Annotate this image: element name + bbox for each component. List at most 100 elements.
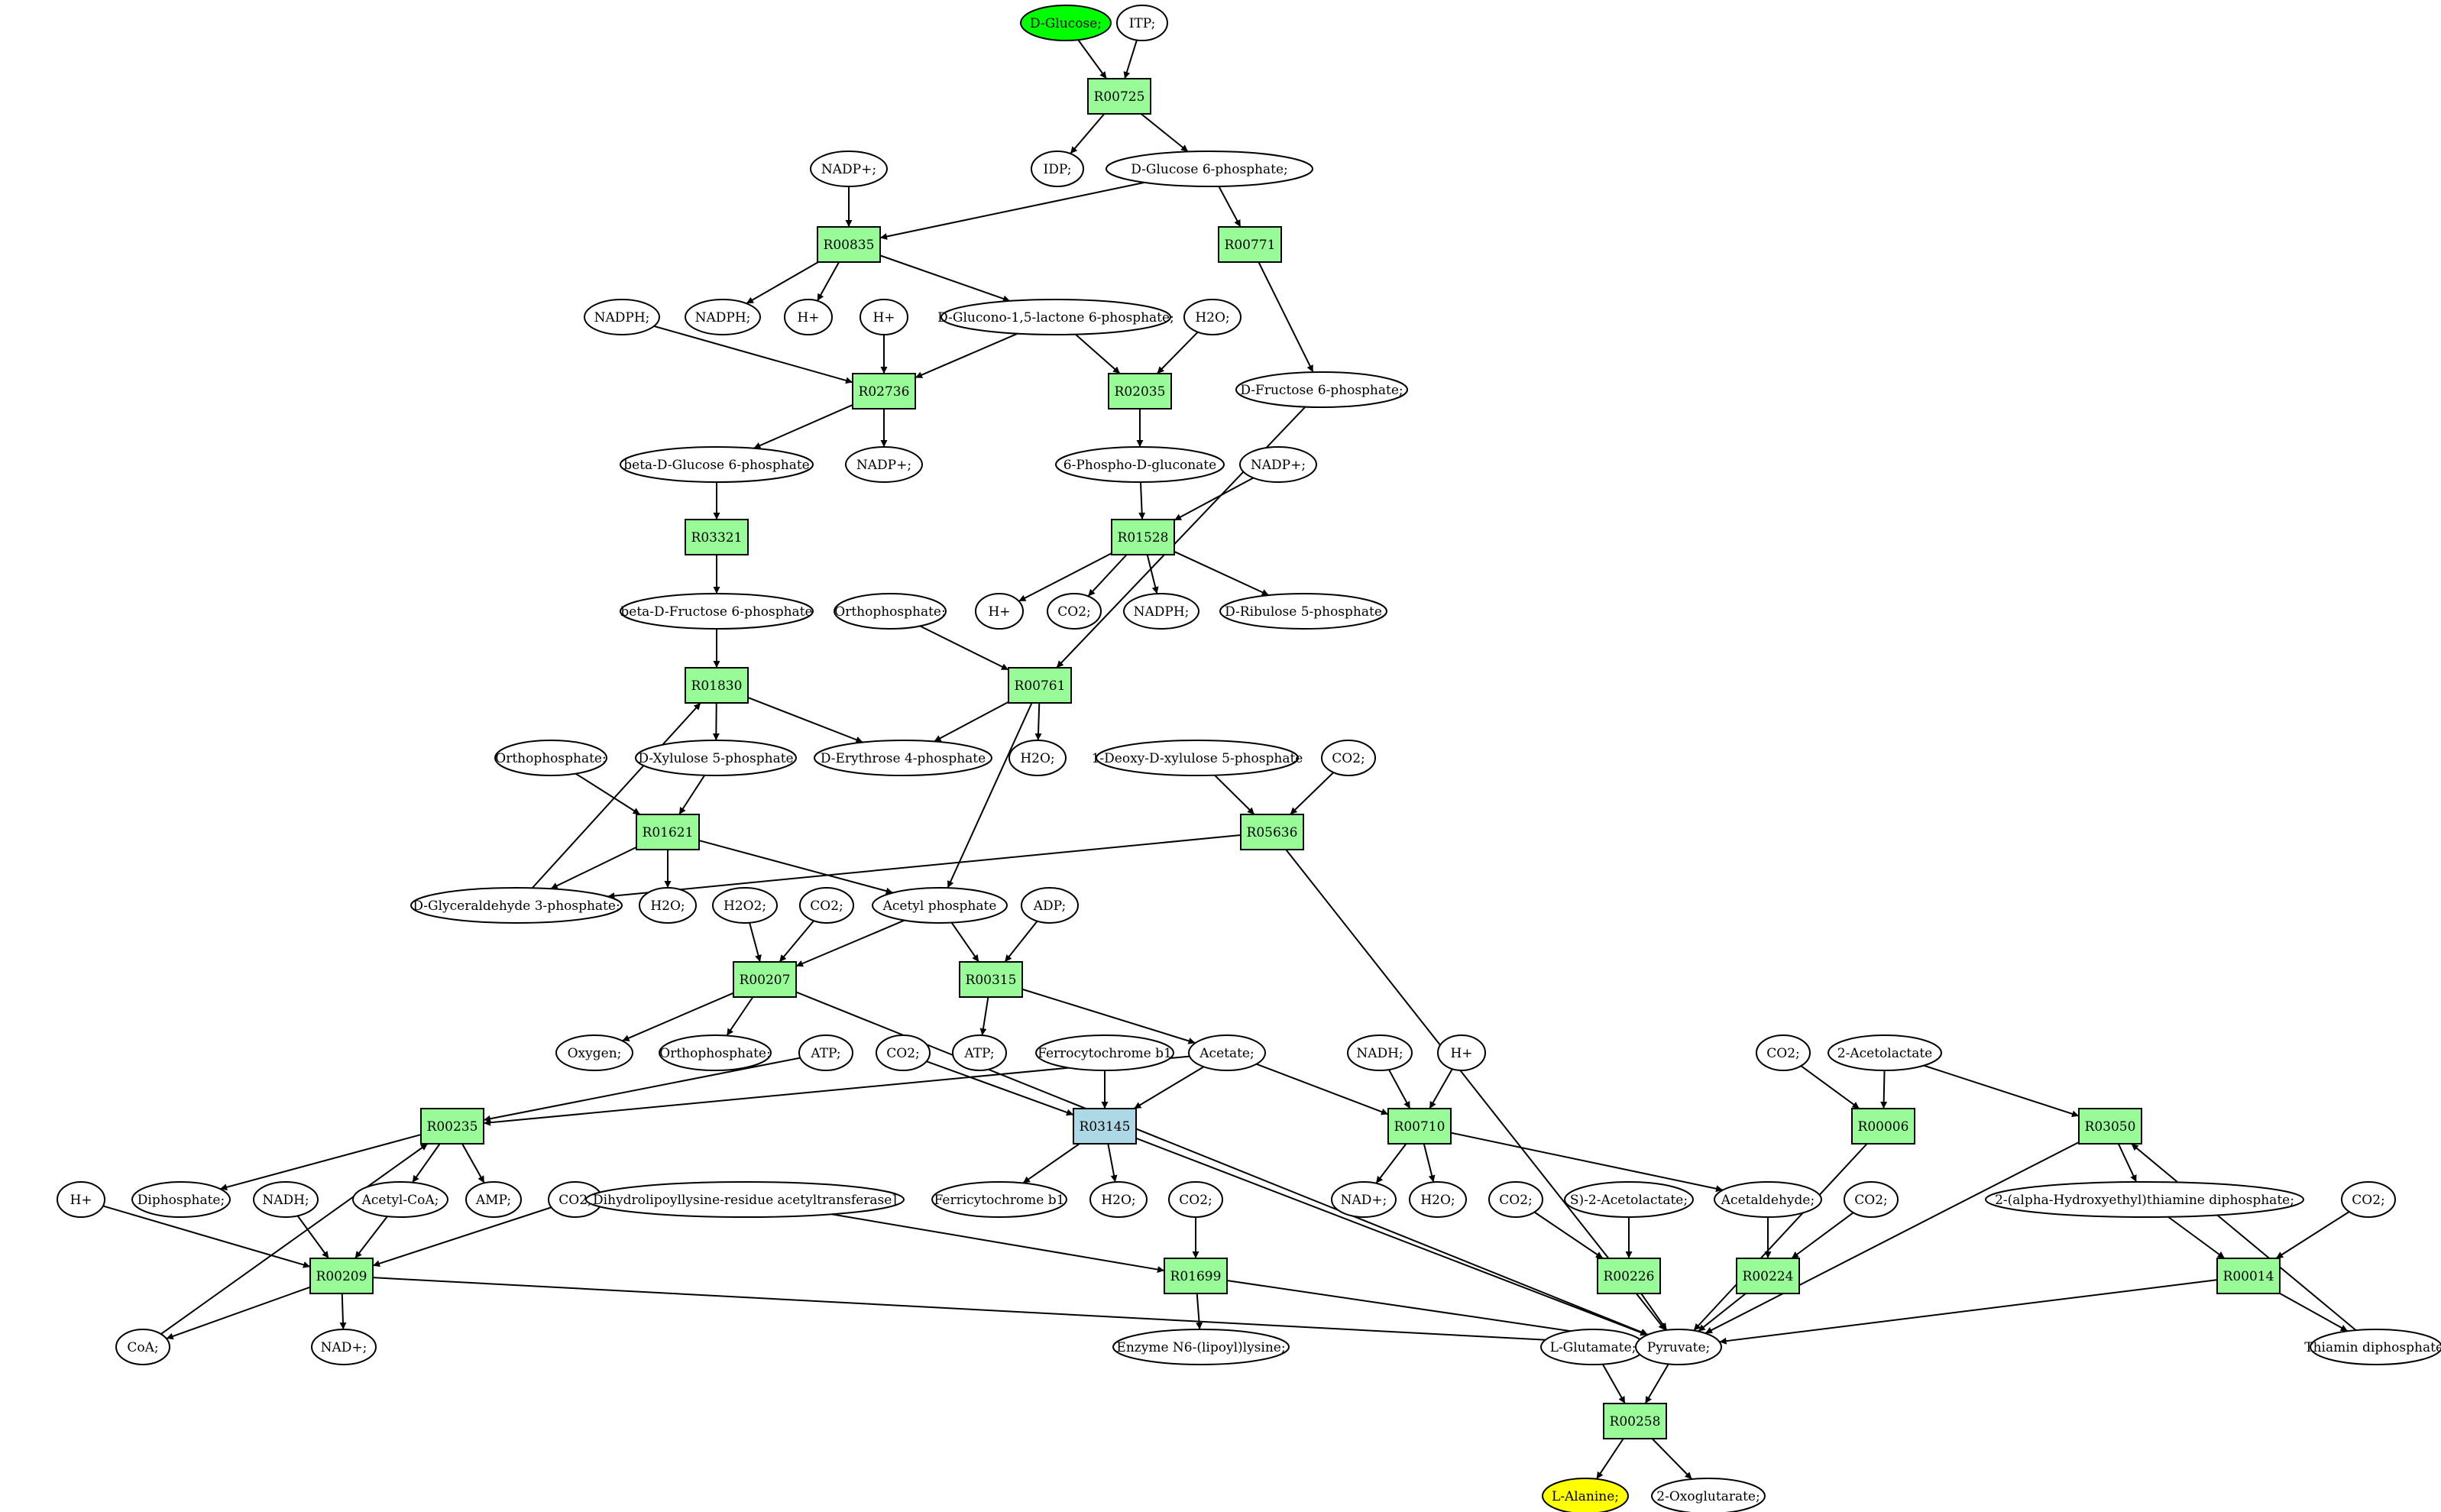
compound-ellipse <box>952 1034 1007 1071</box>
edge-n_glucono-to-r_R02035 <box>1075 333 1121 374</box>
compound-node-n_acp: Acetyl phosphate <box>872 887 1008 924</box>
edge-r_R03050-to-n_pyruvate <box>1704 1141 2080 1334</box>
compound-node-n_x5p: D-Xylulose 5-phosphate <box>635 740 797 776</box>
compound-node-n_co2_10: CO2; <box>2341 1181 2396 1218</box>
node-label: CO2; <box>810 898 843 914</box>
compound-ellipse <box>1488 1181 1543 1218</box>
node-label: Enzyme N6-(lipoyl)lysine; <box>1116 1340 1285 1355</box>
edge-n_acetate-to-r_R00710 <box>1256 1063 1389 1115</box>
compound-node-n_atp1: ATP; <box>798 1034 853 1071</box>
reaction-box <box>1736 1258 1800 1294</box>
edge-n_co2_9-to-r_R00224 <box>1791 1212 1854 1259</box>
compound-ellipse <box>555 1034 633 1071</box>
reaction-node-r_R02035: R02035 <box>1108 373 1172 410</box>
edge-n_glucose-to-r_R00725 <box>1077 39 1108 79</box>
compound-ellipse <box>1096 740 1299 776</box>
edge-r_R00224-to-n_pyruvate <box>1698 1293 1747 1332</box>
edge-r_R00835-to-n_hplus1 <box>816 261 840 302</box>
node-label: NADP+; <box>856 458 911 473</box>
compound-node-n_dihydro: Dihydrolipoyllysine-residue acetyltransf… <box>585 1181 905 1218</box>
edge-r_R01830-to-n_x5p <box>712 702 720 741</box>
edge-r_R00207-to-n_ortho3 <box>726 996 754 1037</box>
reaction-box <box>1218 226 1282 263</box>
compound-node-n_nadph2: NADPH; <box>1123 593 1199 630</box>
compound-node-n_co2_4: CO2; <box>876 1034 931 1071</box>
edge-r_R01528-to-n_ru5p <box>1174 551 1270 596</box>
reaction-node-r_R00835: R00835 <box>817 226 881 263</box>
compound-ellipse <box>1828 1034 1942 1071</box>
node-label: H+ <box>797 310 819 325</box>
node-label: CoA; <box>127 1340 158 1355</box>
node-label: D-Glucose 6-phosphate; <box>1131 162 1288 177</box>
edge-n_co2_4-to-r_R03145 <box>926 1060 1074 1116</box>
compound-node-n_diphos: Diphosphate; <box>131 1181 231 1218</box>
compound-node-n_tpp: Thiamin diphosphate; <box>2304 1329 2441 1365</box>
edge-r_R00725-to-n_idp <box>1070 113 1106 154</box>
reaction-node-r_R00226: R00226 <box>1597 1258 1661 1294</box>
compound-node-n_glutamate: L-Glutamate; <box>1540 1329 1646 1365</box>
compound-node-n_hplus1: H+ <box>784 299 833 335</box>
edge-r_R00235-to-n_diphos <box>219 1134 422 1191</box>
edge-n_nadph_l-to-r_R02736 <box>653 325 853 384</box>
node-label: R00835 <box>824 238 875 253</box>
node-label: R00235 <box>427 1119 478 1135</box>
reaction-node-r_R05636: R05636 <box>1240 814 1304 850</box>
compound-ellipse <box>1031 151 1084 187</box>
node-label: R00710 <box>1394 1119 1445 1135</box>
node-label: Acetaldehyde; <box>1721 1193 1815 1208</box>
edge-r_R00725-to-n_g6p <box>1140 113 1189 153</box>
node-label: H+ <box>988 604 1010 620</box>
edge-r_R00761-to-n_acp <box>947 702 1033 889</box>
compound-node-n_acetald: Acetaldehyde; <box>1714 1181 1822 1218</box>
node-label: NADPH; <box>695 310 751 325</box>
compound-node-n_co2_2: CO2; <box>1321 740 1376 776</box>
reaction-box <box>1164 1258 1228 1294</box>
compound-ellipse <box>1123 593 1199 630</box>
node-label: Acetyl phosphate <box>882 898 997 914</box>
node-label: ITP; <box>1129 16 1156 31</box>
edge-r_R00006-to-n_pyruvate <box>1693 1143 1868 1332</box>
node-label: 2-(alpha-Hydroxyethyl)thiamine diphospha… <box>1995 1193 2294 1208</box>
compound-node-n_h2o1: H2O; <box>1183 299 1242 335</box>
reaction-box <box>1087 78 1151 115</box>
reaction-box <box>1603 1403 1667 1439</box>
compound-node-n_g6p: D-Glucose 6-phosphate; <box>1106 151 1313 187</box>
edge-n_h2o2b-to-r_R00207 <box>749 922 762 963</box>
node-label: IDP; <box>1044 162 1072 177</box>
compound-node-n_nad2: NAD+; <box>311 1329 377 1365</box>
edge-r_R00315-to-n_acetate <box>1021 988 1196 1044</box>
compound-node-n_itp: ITP; <box>1116 5 1168 41</box>
node-label: NADP+; <box>1251 458 1306 473</box>
node-label: R00258 <box>1610 1414 1661 1429</box>
edge-r_R05636-to-n_g3p <box>607 834 1242 900</box>
reaction-box <box>2216 1258 2281 1294</box>
compound-ellipse <box>1564 1181 1694 1218</box>
edge-n_co2_8-to-r_R00226 <box>1533 1211 1604 1259</box>
compound-node-n_alanine: L-Alanine; <box>1542 1478 1629 1512</box>
node-label: Ferricytochrome b1 <box>934 1193 1065 1208</box>
compound-ellipse <box>1219 593 1387 630</box>
edge-n_co2_5-to-r_R00006 <box>1800 1065 1860 1109</box>
compound-node-n_nadp1: NADP+; <box>810 151 888 187</box>
node-label: NAD+; <box>1341 1193 1387 1208</box>
node-label: D-Fructose 6-phosphate; <box>1240 383 1403 398</box>
edge-n_ahetpp-to-r_R00014 <box>2167 1216 2226 1259</box>
compound-node-n_co2_5: CO2; <box>1756 1034 1811 1071</box>
compound-node-n_acetolac: 2-Acetolactate <box>1828 1034 1942 1071</box>
compound-ellipse <box>1347 1034 1413 1071</box>
reaction-node-r_R00771: R00771 <box>1218 226 1282 263</box>
compound-ellipse <box>810 151 888 187</box>
node-label: CO2; <box>1057 604 1091 620</box>
compound-node-n_oxygen: Oxygen; <box>555 1034 633 1071</box>
compound-node-n_ferro: Ferrocytochrome b1 <box>1035 1034 1174 1071</box>
reaction-node-r_R00014: R00014 <box>2216 1258 2281 1294</box>
node-label: D-Glucose; <box>1030 16 1102 31</box>
compound-ellipse <box>1542 1478 1629 1512</box>
edge-r_R00014-to-n_tpp <box>2279 1292 2349 1332</box>
compound-node-n_2og: 2-Oxoglutarate; <box>1651 1478 1766 1512</box>
edge-n_acetolac-to-r_R00006 <box>1880 1070 1888 1109</box>
node-label: R00207 <box>740 973 791 988</box>
node-label: R01621 <box>643 825 694 840</box>
node-label: R03050 <box>2085 1119 2136 1135</box>
compound-node-n_glucono: D-Glucono-1,5-lactone 6-phosphate; <box>937 299 1174 335</box>
